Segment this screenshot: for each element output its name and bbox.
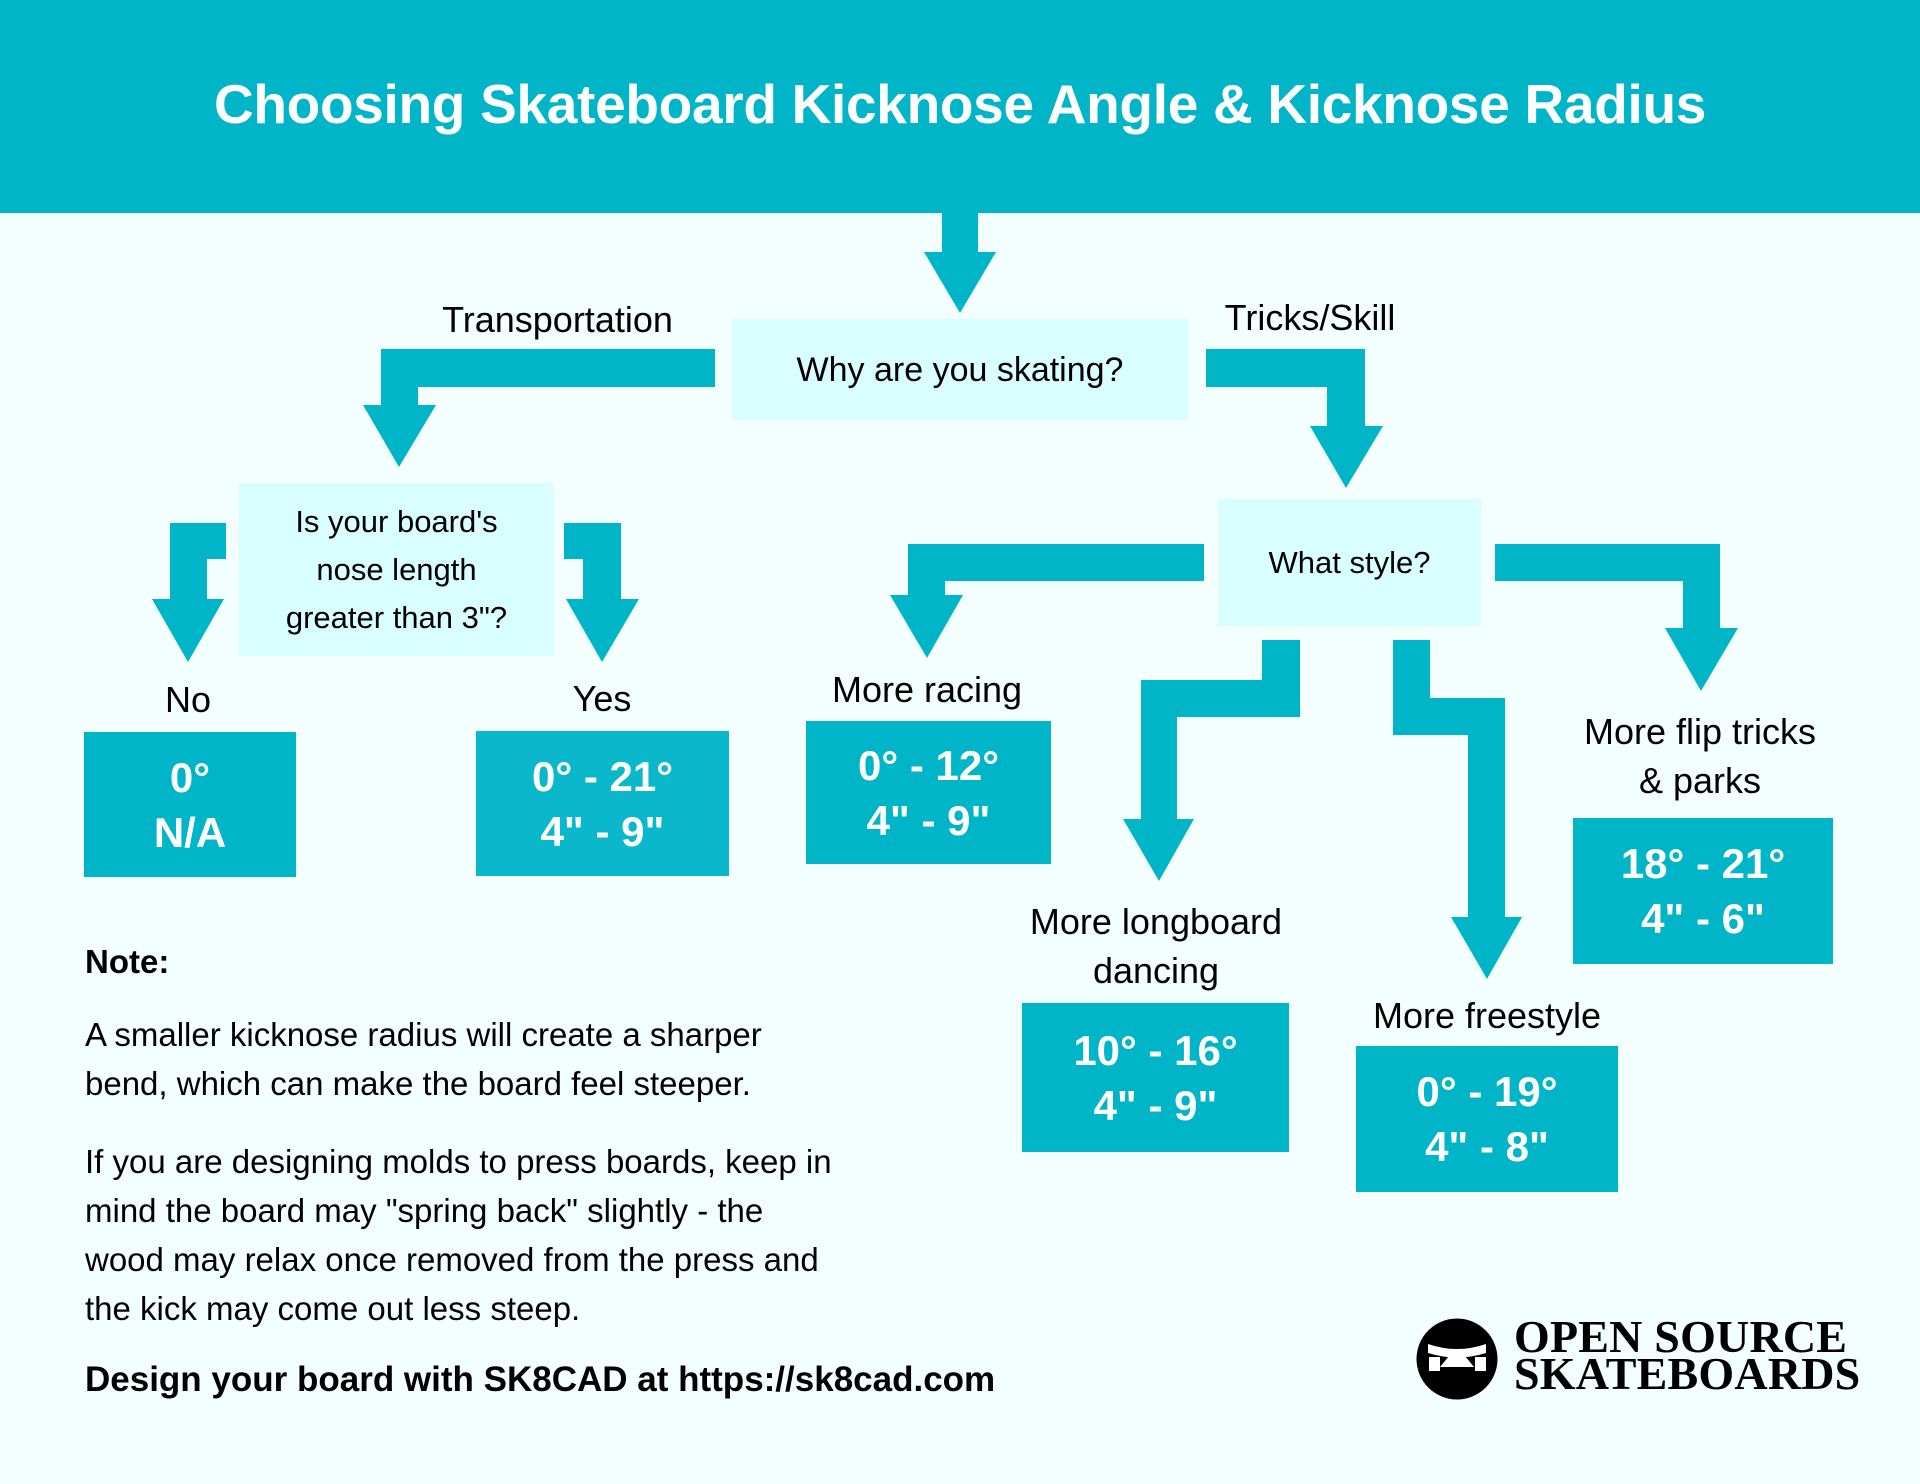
- result-angle: 0°: [169, 753, 211, 801]
- result-angle: 18° - 21°: [1620, 840, 1786, 887]
- question-what-style: What style?: [1218, 499, 1481, 626]
- question-nose-length-line-2: nose length: [316, 551, 477, 587]
- result-box-yes: 0° - 21° 4" - 9": [476, 731, 729, 876]
- outcome-label-longboard: More longboard dancing: [1006, 897, 1306, 995]
- question-why-skating: Why are you skating?: [732, 319, 1188, 420]
- branch-label-transportation: Transportation: [442, 299, 673, 340]
- question-nose-length: Is your board's nose length greater than…: [239, 483, 554, 656]
- result-box-flip: 18° - 21° 4" - 6": [1573, 818, 1833, 964]
- result-angle: 0° - 19°: [1416, 1068, 1558, 1115]
- outcome-label-longboard-line-2: dancing: [1092, 950, 1220, 991]
- arrow-freestyle: [1393, 640, 1522, 979]
- outcome-label-yes: Yes: [572, 678, 632, 719]
- outcome-label-racing: More racing: [831, 669, 1023, 710]
- arrow-racing: [890, 544, 1204, 658]
- arrow-transportation: [363, 349, 715, 467]
- question-what-style-text: What style?: [1268, 544, 1431, 580]
- question-nose-length-line-3: greater than 3"?: [285, 599, 508, 635]
- arrow-longboard: [1123, 640, 1300, 881]
- outcome-label-flip: More flip tricks & parks: [1550, 707, 1850, 805]
- outcome-label-no: No: [164, 679, 212, 720]
- skateboard-icon: [1416, 1318, 1498, 1400]
- result-radius: 4" - 9": [540, 807, 665, 855]
- note-paragraph-2: If you are designing molds to press boar…: [85, 1137, 985, 1333]
- note-paragraph-1: A smaller kicknose radius will create a …: [85, 1010, 985, 1108]
- result-angle: 0° - 12°: [858, 741, 999, 789]
- note-section: Note: A smaller kicknose radius will cre…: [85, 938, 985, 1362]
- arrow-no: [152, 523, 226, 662]
- question-why-skating-text: Why are you skating?: [796, 350, 1124, 389]
- result-radius: 4" - 6": [1641, 895, 1765, 942]
- outcome-label-freestyle: More freestyle: [1372, 995, 1602, 1036]
- note-p2-line: mind the board may "spring back" slightl…: [85, 1192, 764, 1229]
- note-p2-line: If you are designing molds to press boar…: [85, 1143, 832, 1180]
- page-title: Choosing Skateboard Kicknose Angle & Kic…: [213, 72, 1707, 135]
- arrow-to-root-question: [924, 212, 996, 313]
- note-p2-line: the kick may come out less steep.: [85, 1290, 581, 1327]
- arrow-tricks-skill: [1206, 349, 1383, 488]
- header-banner: Choosing Skateboard Kicknose Angle & Kic…: [0, 0, 1920, 213]
- result-angle: 0° - 21°: [532, 752, 673, 800]
- logo-line-1: OPEN SOURCE: [1514, 1311, 1848, 1362]
- result-radius: 4" - 9": [1093, 1081, 1218, 1129]
- outcome-label-flip-line-1: More flip tricks: [1583, 711, 1817, 752]
- note-p2-line: wood may relax once removed from the pre…: [85, 1241, 819, 1278]
- result-angle: 10° - 16°: [1073, 1026, 1238, 1074]
- result-box-racing: 0° - 12° 4" - 9": [806, 721, 1051, 864]
- branch-label-tricks-skill: Tricks/Skill: [1224, 297, 1396, 338]
- result-radius: N/A: [153, 808, 227, 856]
- arrow-yes: [564, 523, 639, 662]
- note-p1-line: bend, which can make the board feel stee…: [85, 1065, 751, 1102]
- open-source-skateboards-logo: OPEN SOURCE SKATEBOARDS: [1416, 1314, 1860, 1402]
- arrow-flip: [1495, 544, 1738, 691]
- result-radius: 4" - 9": [866, 796, 991, 844]
- outcome-label-flip-line-2: & parks: [1638, 760, 1762, 801]
- footer-cta: Design your board with SK8CAD at https:/…: [85, 1360, 996, 1399]
- logo-wordmark: OPEN SOURCE SKATEBOARDS: [1514, 1311, 1861, 1399]
- logo-line-2: SKATEBOARDS: [1514, 1348, 1861, 1399]
- outcome-label-longboard-line-1: More longboard: [1029, 901, 1283, 942]
- question-nose-length-line-1: Is your board's: [295, 503, 498, 539]
- result-box-longboard: 10° - 16° 4" - 9": [1022, 1003, 1289, 1152]
- result-radius: 4" - 8": [1425, 1123, 1549, 1170]
- note-heading: Note:: [85, 943, 170, 980]
- result-box-no: 0° N/A: [84, 732, 296, 877]
- note-p1-line: A smaller kicknose radius will create a …: [85, 1016, 762, 1053]
- result-box-freestyle: 0° - 19° 4" - 8": [1356, 1046, 1618, 1192]
